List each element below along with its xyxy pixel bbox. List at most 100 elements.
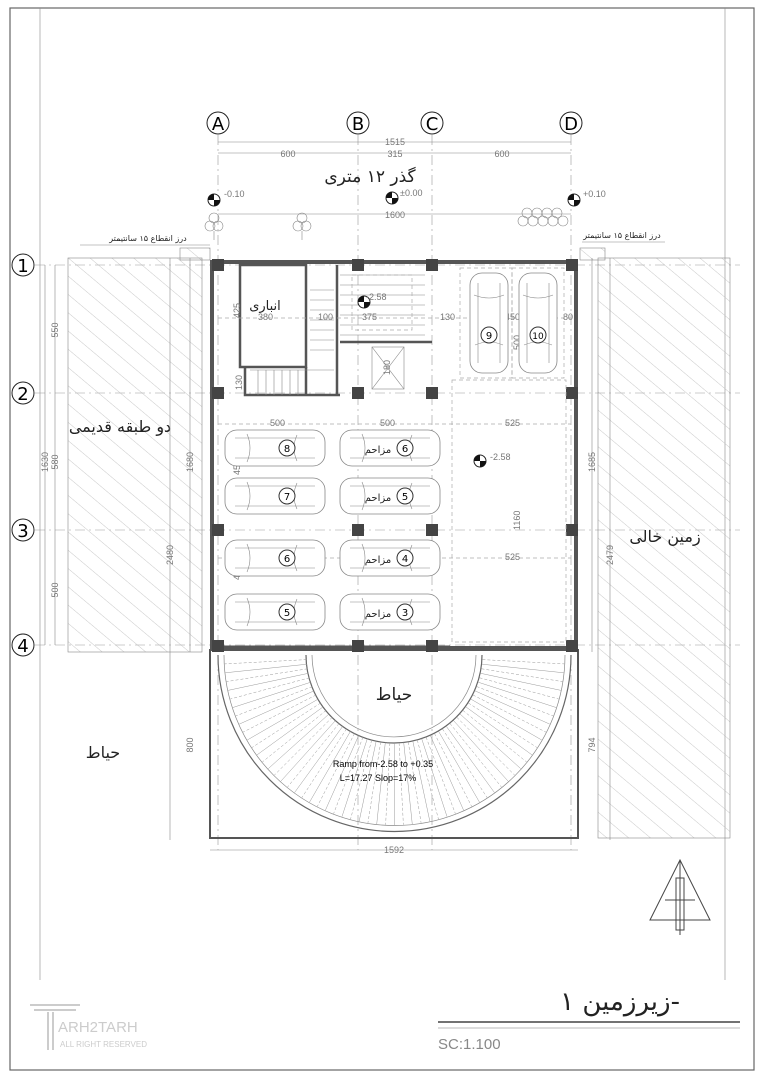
ramp-step-line: [333, 737, 364, 814]
storage-label: انباری: [249, 299, 281, 314]
ramp-step-line: [462, 710, 527, 763]
ramp-step-line: [434, 733, 472, 807]
ramp-step-line: [476, 686, 554, 717]
driveway: [451, 379, 567, 643]
svg-text:580: 580: [50, 454, 60, 469]
level-stair: -2.58: [366, 292, 387, 302]
svg-text:2: 2: [17, 384, 28, 405]
ramp-step-line: [472, 694, 547, 733]
ramp-step-line: [480, 673, 561, 691]
ramp-step-line: [438, 731, 480, 803]
svg-text:6: 6: [402, 444, 408, 455]
svg-text:5: 5: [402, 492, 408, 503]
ramp-step-line: [453, 720, 509, 782]
ramp-step-line: [459, 713, 522, 769]
svg-text:315: 315: [387, 149, 402, 159]
level-marker-icon: [207, 193, 221, 207]
parking-space-8: 8: [224, 429, 326, 467]
svg-text:130: 130: [234, 375, 244, 390]
neighbor-old-building: [67, 257, 203, 653]
ramp-step-line: [251, 702, 321, 748]
storage-room: [238, 263, 308, 369]
ramp-note-line2: L=17.27 Slop=17%: [340, 773, 417, 783]
svg-text:550: 550: [50, 322, 60, 337]
svg-text:1: 1: [17, 256, 28, 277]
svg-text:7: 7: [284, 492, 290, 503]
svg-text:10: 10: [532, 332, 544, 342]
parking-space-5: 5: [224, 593, 326, 631]
ramp-step-line: [350, 739, 372, 820]
svg-text:500: 500: [270, 418, 285, 428]
svg-text:375: 375: [362, 312, 377, 322]
ramp-step-line: [385, 742, 391, 825]
svg-text:D: D: [564, 114, 578, 135]
svg-text:B: B: [352, 114, 364, 135]
ramp-step-line: [449, 723, 502, 788]
ramp-step-line: [412, 741, 431, 822]
ramp-step-line: [456, 717, 515, 776]
joint-label-left: درز انقطاع ۱۵ سانتیمتر: [108, 234, 187, 243]
level-marker-icon: [567, 193, 581, 207]
level-marker-icon: [385, 191, 399, 205]
sheet-border: [9, 7, 755, 1071]
ramp-step-line: [228, 673, 309, 691]
courtyard-label: حیاط: [376, 685, 413, 705]
neighbor-empty-lot: [597, 257, 731, 839]
level-left: -0.10: [224, 189, 245, 199]
ramp-step-line: [482, 659, 565, 665]
ramp-step-line: [239, 690, 315, 725]
ramp-step-line: [403, 742, 413, 825]
ramp-step-line: [274, 717, 333, 776]
svg-text:مزاحم: مزاحم: [365, 555, 392, 566]
ramp-step-line: [247, 698, 319, 741]
level-right: +0.10: [583, 189, 606, 199]
svg-text:130: 130: [440, 312, 455, 322]
svg-text:1160: 1160: [512, 511, 522, 530]
ramp-step-line: [235, 686, 313, 717]
ramp-step-line: [242, 694, 317, 733]
ramp-step-line: [481, 668, 563, 682]
svg-text:C: C: [426, 114, 439, 135]
svg-text:ALL RIGHT RESERVED: ALL RIGHT RESERVED: [60, 1040, 147, 1049]
neighbor-left-label: دو طبقه قدیمی: [69, 417, 171, 437]
ramp-step-line: [294, 726, 343, 793]
svg-text:3: 3: [17, 521, 28, 542]
bottom-dimension: 1592: [384, 845, 404, 855]
ramp-step-line: [358, 741, 377, 822]
ramp-step-line: [367, 741, 381, 823]
ramp-step-line: [481, 663, 564, 674]
axis-bubble-B: B: [346, 111, 370, 135]
svg-text:525: 525: [505, 418, 520, 428]
ramp-step-line: [376, 742, 386, 825]
svg-text:8: 8: [284, 444, 290, 455]
ramp-step-line: [478, 681, 557, 708]
top-dimensions: 1515 600 315 600 1600: [218, 137, 571, 220]
parking-space-10: 10: [511, 267, 565, 379]
svg-text:1680: 1680: [185, 452, 195, 472]
svg-text:5: 5: [284, 608, 290, 619]
neighbor-right-label: زمین خالی: [629, 527, 700, 547]
ramp-step-line: [430, 735, 464, 811]
blocked-parking-4: 4 مزاحم: [339, 539, 441, 577]
svg-text:1515: 1515: [385, 137, 405, 147]
axis-bubble-3: 3: [11, 518, 35, 542]
svg-text:1630: 1630: [40, 452, 50, 472]
svg-text:425: 425: [232, 303, 242, 318]
left-dimensions: 550 580 500 1630 1680 2480 800: [40, 258, 195, 840]
svg-text:4: 4: [402, 554, 408, 565]
svg-text:525: 525: [505, 552, 520, 562]
svg-text:794: 794: [587, 737, 597, 752]
svg-text:450: 450: [505, 312, 520, 322]
ramp-step-line: [446, 726, 495, 793]
watermark-logo: ARH2TARH ALL RIGHT RESERVED: [30, 1004, 147, 1050]
svg-text:ARH2TARH: ARH2TARH: [58, 1019, 138, 1036]
scale-label: SC:1.100: [438, 1036, 501, 1053]
ramp-step-line: [280, 720, 336, 782]
ramp-step-line: [474, 690, 550, 725]
level-marker-icon: [473, 454, 487, 468]
svg-text:600: 600: [494, 149, 509, 159]
ramp-step-line: [417, 739, 439, 820]
joint-label-right: درز انقطاع ۱۵ سانتیمتر: [582, 231, 661, 240]
ramp-step-line: [408, 741, 422, 823]
